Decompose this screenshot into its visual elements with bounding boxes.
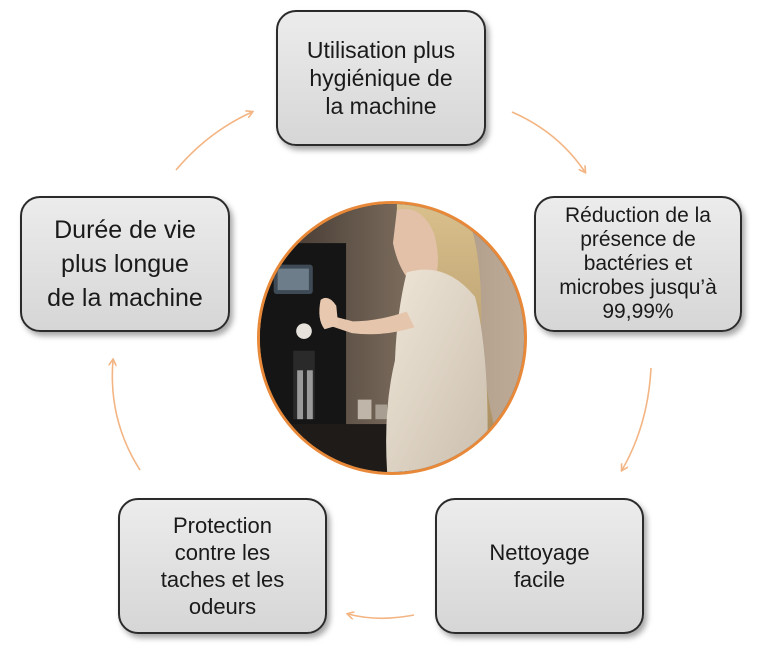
arrow-bottom-left-to-left (112, 360, 141, 471)
arrow-top-to-right (511, 111, 585, 172)
woman-using-coffee-machine-image (260, 204, 524, 472)
node-easy-cleaning: Nettoyage facile (435, 498, 644, 634)
arrow-left-to-top (175, 112, 252, 171)
node-hygienic-use-label: Utilisation plus hygiénique de la machin… (306, 37, 456, 119)
node-longer-life-label: Durée de vie plus longue de la machine (47, 216, 203, 312)
node-bacteria-reduction-label: Réduction de la présence de bactéries et… (559, 204, 717, 323)
arrow-bottom-right-to-bottom-left (348, 614, 415, 618)
node-bacteria-reduction: Réduction de la présence de bactéries et… (534, 196, 742, 332)
node-longer-life: Durée de vie plus longue de la machine (20, 196, 230, 332)
node-stain-protection-label: Protection contre les taches et les odeu… (160, 513, 285, 619)
center-photo (257, 201, 527, 475)
node-easy-cleaning-label: Nettoyage facile (489, 540, 590, 592)
node-stain-protection: Protection contre les taches et les odeu… (118, 498, 327, 634)
arrow-right-to-bottom-right (622, 367, 652, 470)
node-hygienic-use: Utilisation plus hygiénique de la machin… (276, 10, 486, 146)
